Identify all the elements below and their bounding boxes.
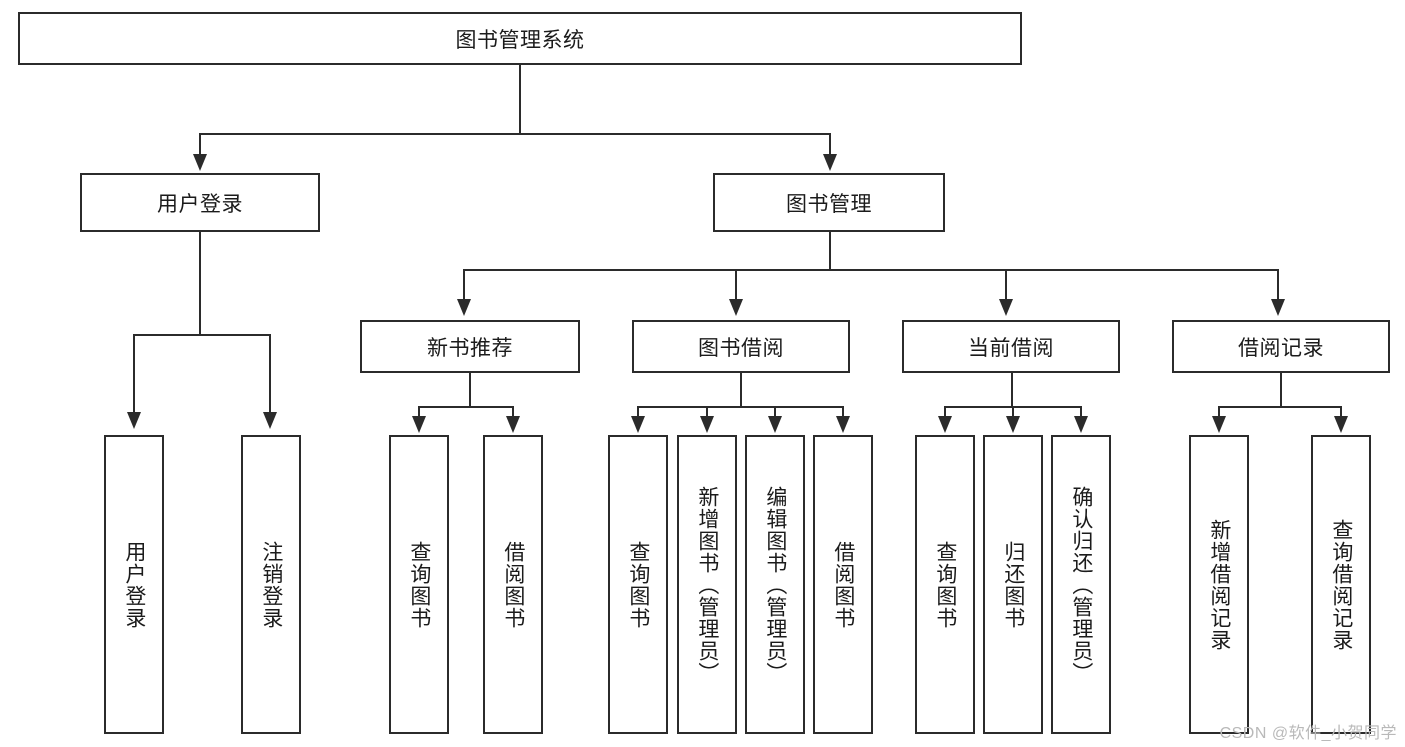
leaf-logout[interactable]: 注销登录	[241, 435, 301, 734]
edge-cb-to-leaf-1	[944, 406, 946, 418]
arrow-br-to-leaf-2	[1334, 416, 1348, 433]
edge-br-to-leaf-1	[1218, 406, 1220, 418]
node-borrow-record-label: 借阅记录	[1238, 336, 1324, 360]
leaf-edit-book-label: 编辑图书（管理员）	[763, 485, 787, 684]
edge-new-book-recommend-bar	[418, 406, 514, 408]
edge-nbr-to-leaf-2	[512, 406, 514, 418]
edge-book-borrow-bar	[637, 406, 843, 408]
edge-current-borrow-stem	[1011, 373, 1013, 408]
edge-book-manage-to-l3-2	[735, 269, 737, 301]
edge-user-login-bar	[133, 334, 271, 336]
edge-book-manage-stem	[829, 232, 831, 271]
leaf-query-book-1[interactable]: 查询图书	[389, 435, 449, 734]
arrow-root-to-user-login	[193, 154, 207, 171]
leaf-user-login-label: 用户登录	[122, 540, 146, 629]
leaf-query-record[interactable]: 查询借阅记录	[1311, 435, 1371, 734]
edge-cb-to-leaf-3	[1080, 406, 1082, 418]
edge-bb-to-leaf-3	[774, 406, 776, 418]
leaf-query-book-1-label: 查询图书	[407, 540, 431, 629]
node-current-borrow-label: 当前借阅	[968, 336, 1054, 360]
leaf-user-login[interactable]: 用户登录	[104, 435, 164, 734]
arrow-book-manage-to-l3-4	[1271, 299, 1285, 316]
node-book-manage-label: 图书管理	[786, 192, 872, 216]
edge-bb-to-leaf-4	[842, 406, 844, 418]
edge-root-bar	[199, 133, 831, 135]
edge-root-to-book-manage	[829, 133, 831, 156]
node-root-label: 图书管理系统	[455, 28, 585, 52]
leaf-add-book-label: 新增图书（管理员）	[695, 485, 719, 684]
leaf-borrow-book-2[interactable]: 借阅图书	[813, 435, 873, 734]
node-book-borrow[interactable]: 图书借阅	[632, 320, 850, 373]
arrow-cb-to-leaf-3	[1074, 416, 1088, 433]
arrow-br-to-leaf-1	[1212, 416, 1226, 433]
edge-user-login-to-leaf-2	[269, 334, 271, 414]
leaf-confirm-return-label: 确认归还（管理员）	[1069, 485, 1093, 684]
leaf-query-book-2[interactable]: 查询图书	[608, 435, 668, 734]
leaf-add-book[interactable]: 新增图书（管理员）	[677, 435, 737, 734]
arrow-book-manage-to-l3-2	[729, 299, 743, 316]
node-new-book-recommend-label: 新书推荐	[427, 336, 513, 360]
edge-user-login-stem	[199, 232, 201, 336]
node-book-borrow-label: 图书借阅	[698, 336, 784, 360]
arrow-bb-to-leaf-3	[768, 416, 782, 433]
node-user-login-label: 用户登录	[157, 192, 243, 216]
edge-new-book-recommend-stem	[469, 373, 471, 408]
leaf-add-record[interactable]: 新增借阅记录	[1189, 435, 1249, 734]
leaf-logout-label: 注销登录	[259, 540, 283, 629]
arrow-root-to-book-manage	[823, 154, 837, 171]
edge-root-stem	[519, 65, 521, 135]
arrow-bb-to-leaf-1	[631, 416, 645, 433]
edge-book-borrow-stem	[740, 373, 742, 408]
node-book-manage[interactable]: 图书管理	[713, 173, 945, 232]
edge-book-manage-to-l3-1	[463, 269, 465, 301]
leaf-borrow-book-1[interactable]: 借阅图书	[483, 435, 543, 734]
arrow-bb-to-leaf-2	[700, 416, 714, 433]
edge-nbr-to-leaf-1	[418, 406, 420, 418]
node-borrow-record[interactable]: 借阅记录	[1172, 320, 1390, 373]
arrow-user-login-to-leaf-2	[263, 412, 277, 429]
arrow-nbr-to-leaf-1	[412, 416, 426, 433]
edge-book-manage-to-l3-3	[1005, 269, 1007, 301]
edge-root-to-user-login	[199, 133, 201, 156]
edge-borrow-record-bar	[1218, 406, 1342, 408]
edge-br-to-leaf-2	[1340, 406, 1342, 418]
arrow-cb-to-leaf-1	[938, 416, 952, 433]
leaf-borrow-book-2-label: 借阅图书	[831, 540, 855, 629]
arrow-user-login-to-leaf-1	[127, 412, 141, 429]
node-user-login[interactable]: 用户登录	[80, 173, 320, 232]
arrow-bb-to-leaf-4	[836, 416, 850, 433]
leaf-confirm-return[interactable]: 确认归还（管理员）	[1051, 435, 1111, 734]
edge-book-manage-bar	[463, 269, 1279, 271]
leaf-query-book-3-label: 查询图书	[933, 540, 957, 629]
arrow-book-manage-to-l3-3	[999, 299, 1013, 316]
leaf-borrow-book-1-label: 借阅图书	[501, 540, 525, 629]
arrow-book-manage-to-l3-1	[457, 299, 471, 316]
node-root[interactable]: 图书管理系统	[18, 12, 1022, 65]
leaf-return-book[interactable]: 归还图书	[983, 435, 1043, 734]
leaf-edit-book[interactable]: 编辑图书（管理员）	[745, 435, 805, 734]
node-new-book-recommend[interactable]: 新书推荐	[360, 320, 580, 373]
edge-bb-to-leaf-2	[706, 406, 708, 418]
leaf-query-book-3[interactable]: 查询图书	[915, 435, 975, 734]
node-current-borrow[interactable]: 当前借阅	[902, 320, 1120, 373]
leaf-return-book-label: 归还图书	[1001, 540, 1025, 629]
edge-borrow-record-stem	[1280, 373, 1282, 408]
leaf-query-record-label: 查询借阅记录	[1329, 518, 1353, 651]
leaf-query-book-2-label: 查询图书	[626, 540, 650, 629]
edge-book-manage-to-l3-4	[1277, 269, 1279, 301]
edge-cb-to-leaf-2	[1012, 406, 1014, 418]
arrow-nbr-to-leaf-2	[506, 416, 520, 433]
edge-user-login-to-leaf-1	[133, 334, 135, 414]
leaf-add-record-label: 新增借阅记录	[1207, 518, 1231, 651]
edge-bb-to-leaf-1	[637, 406, 639, 418]
arrow-cb-to-leaf-2	[1006, 416, 1020, 433]
